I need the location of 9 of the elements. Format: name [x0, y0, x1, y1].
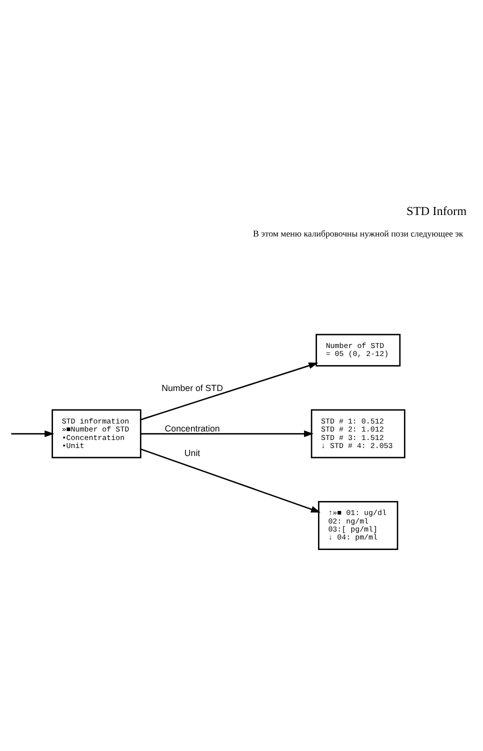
arrow	[140, 362, 318, 420]
edge-label: Concentration	[164, 422, 220, 433]
edge-label: Number of STD	[161, 382, 222, 393]
edge-label: Unit	[184, 447, 200, 458]
arrow	[140, 430, 314, 437]
arrow	[12, 430, 54, 437]
label: В этом меню калибровочны нужной пози следующее эк	[252, 228, 463, 238]
arrow	[140, 448, 320, 512]
diagram-title: STD Inform	[406, 204, 466, 218]
